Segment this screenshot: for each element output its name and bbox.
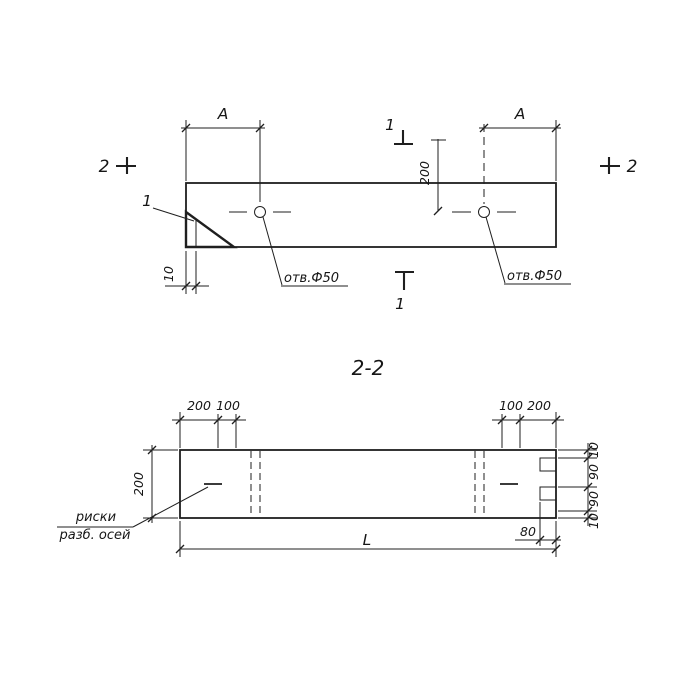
dim-length: L [175, 521, 561, 557]
dim-right-10a-label: 10 [586, 442, 601, 458]
dim-A-right: A [479, 105, 561, 204]
dim-tick [583, 506, 593, 516]
section-title: 2-2 [352, 356, 385, 380]
dim-right-90a-label: 90 [586, 464, 601, 480]
dim-tick [231, 415, 241, 425]
leader-line [132, 486, 209, 528]
dim-tick [515, 415, 525, 425]
dim-right-90b-label: 90 [586, 491, 601, 507]
plan-view: A A 2 2 1 1 [99, 105, 638, 313]
dim-A-left: A [181, 105, 265, 202]
hole-label-left: отв.Ф50 [284, 271, 339, 286]
dim-tick [175, 415, 185, 425]
dim-tick [583, 453, 593, 463]
section2-mark-left: 2 [99, 157, 136, 177]
dim-left-200: 200 [131, 445, 178, 523]
leader-line [152, 207, 195, 222]
corner-plate-triangle [184, 209, 238, 249]
dim-tick [213, 415, 223, 425]
hole-label-right: отв.Ф50 [507, 269, 562, 284]
dim-top-left: 200 100 [172, 398, 246, 448]
dim-200-tr-label: 200 [527, 398, 551, 413]
section-2-2-view: 2-2 200 100 [57, 356, 601, 557]
dim-100-tl-label: 100 [216, 398, 240, 413]
dim-A-right-label: A [514, 105, 526, 123]
leader-line [262, 216, 283, 286]
dim-right-stack: 10 90 90 10 [558, 442, 601, 529]
dim-tick [479, 123, 489, 133]
hole-circle [254, 206, 266, 218]
dim-200-tl-label: 200 [187, 398, 211, 413]
dim-tick [433, 206, 443, 216]
dim-tick [535, 535, 545, 545]
dim-left-200-label: 200 [131, 472, 146, 496]
section1-top-label: 1 [385, 116, 395, 134]
notch-lower [539, 486, 557, 501]
section2-mark-right: 2 [600, 157, 637, 177]
dim-tick [551, 544, 561, 554]
dim-tick [191, 281, 201, 291]
dim-right-10b-label: 10 [586, 513, 601, 529]
dim-tick [551, 415, 561, 425]
leader-line [485, 216, 506, 284]
dim-10-label: 10 [161, 266, 176, 282]
hole-circle [478, 206, 490, 218]
section2-right-label: 2 [627, 157, 638, 177]
section-outline [179, 449, 557, 519]
dim-200-middle: 200 [417, 139, 446, 216]
dim-100-tr-label: 100 [499, 398, 523, 413]
dim-tick [497, 415, 507, 425]
dim-tick [181, 281, 191, 291]
detail-callout-label: 1 [142, 192, 152, 210]
axis-marks-callout: риски разб. осей [57, 486, 209, 543]
notch-upper [539, 457, 557, 472]
detail-callout: 1 [142, 192, 195, 222]
dim-tick [255, 123, 265, 133]
section1-mark-bottom: 1 [395, 270, 414, 313]
dim-tick [583, 482, 593, 492]
hole-left [229, 206, 291, 218]
dim-tick [181, 123, 191, 133]
axis-label-line1: риски [75, 510, 116, 525]
dim-length-label: L [363, 531, 372, 549]
axis-label-line2: разб. осей [59, 528, 131, 543]
dim-top-right: 100 200 [492, 398, 564, 448]
dim-tick [147, 445, 157, 455]
dim-200-label: 200 [417, 161, 432, 185]
hole-callout-right: отв.Ф50 [485, 216, 571, 285]
dim-80: 80 [515, 502, 561, 546]
section1-mark-top: 1 [385, 116, 413, 146]
dim-80-label: 80 [520, 524, 536, 539]
beam-outline [185, 182, 557, 248]
dim-tick [583, 513, 593, 523]
dim-tick [551, 123, 561, 133]
section2-left-label: 2 [99, 157, 110, 177]
dim-A-left-label: A [217, 105, 229, 123]
dim-tick [175, 544, 185, 554]
hole-callout-left: отв.Ф50 [262, 216, 348, 287]
hole-right [452, 206, 516, 218]
dim-tick [583, 445, 593, 455]
dim-10: 10 [161, 251, 209, 294]
section1-bottom-label: 1 [395, 295, 405, 313]
